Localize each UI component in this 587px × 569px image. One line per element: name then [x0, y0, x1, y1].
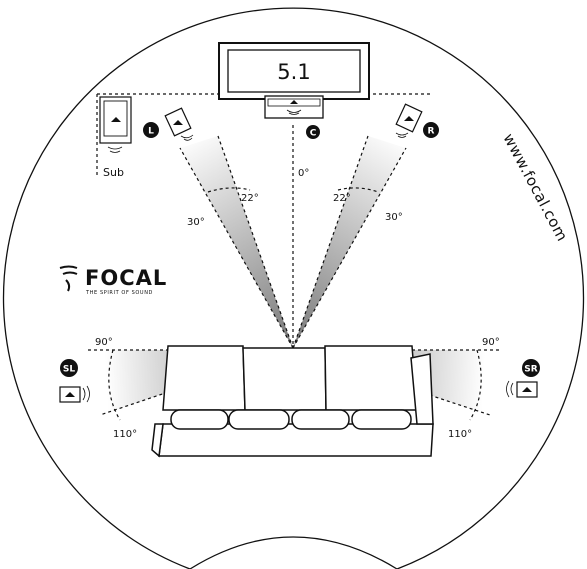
- center-speaker: C: [264, 95, 324, 139]
- right-inner-angle: 22°: [333, 193, 351, 204]
- focal-logo: FOCAL THE SPIRIT OF SOUND: [59, 265, 167, 296]
- surround-right-side-angle: 90°: [482, 337, 500, 348]
- right-outer-angle: 30°: [385, 212, 403, 223]
- right-speaker: R: [395, 103, 439, 138]
- right-wedge: [293, 136, 406, 348]
- focal-flame-icon: [59, 265, 78, 292]
- sub-speaker: Sub: [96, 94, 132, 179]
- left-speaker: L: [143, 107, 194, 141]
- surround-left-side-angle: 90°: [95, 337, 113, 348]
- left-outer-angle: 30°: [187, 217, 205, 228]
- surround-right-rear-angle: 110°: [448, 429, 472, 440]
- tv: 5.1: [218, 42, 370, 100]
- left-wedge: [180, 136, 293, 348]
- right-badge: R: [428, 127, 435, 137]
- surround-right-badge: SR: [524, 365, 537, 375]
- sub-label: Sub: [103, 166, 124, 179]
- sofa: [151, 345, 434, 458]
- surround-left-speaker: SL: [59, 359, 90, 403]
- surround-left-rear-angle: 110°: [113, 429, 137, 440]
- center-angle: 0°: [298, 168, 309, 179]
- focal-tagline: THE SPIRIT OF SOUND: [85, 290, 153, 296]
- tv-title: 5.1: [277, 60, 310, 84]
- room-outline: [2, 7, 585, 569]
- center-badge: C: [310, 129, 317, 139]
- surround-right-speaker: SR: [506, 359, 540, 398]
- left-badge: L: [148, 127, 154, 137]
- focal-brand-name: FOCAL: [85, 266, 167, 290]
- focal-url: www.focal.com: [499, 130, 571, 244]
- room-notch: [189, 536, 398, 569]
- surround-left-badge: SL: [63, 365, 75, 375]
- left-inner-angle: 22°: [241, 193, 259, 204]
